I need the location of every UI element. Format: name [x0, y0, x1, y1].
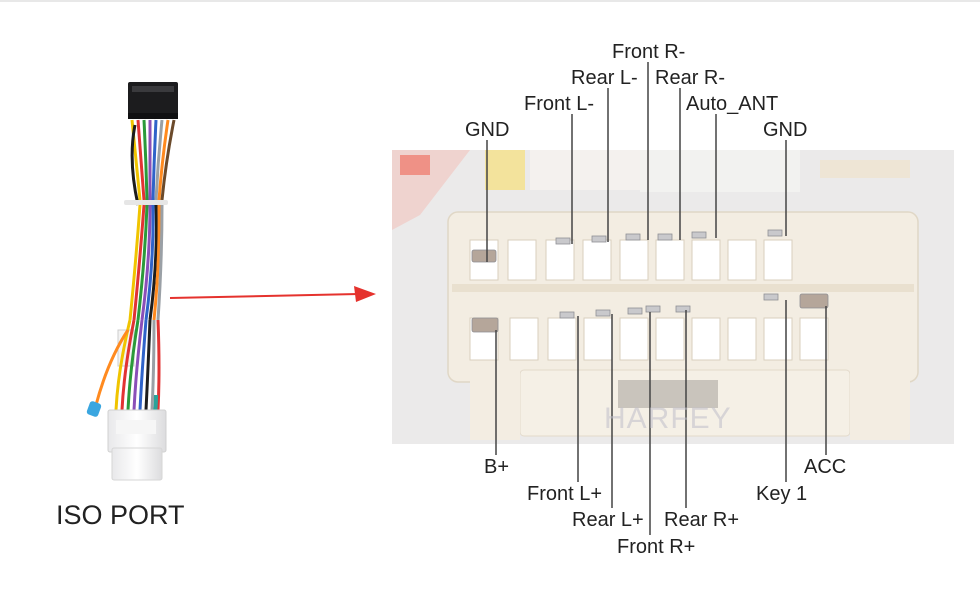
top-row-cavities — [469, 239, 793, 281]
label-acc: ACC — [804, 456, 847, 478]
label-rear-r-plus: Rear R+ — [664, 509, 740, 531]
metal-pins — [471, 229, 829, 333]
label-gnd-left: GND — [465, 119, 510, 141]
iso-port-caption: ISO PORT — [56, 500, 185, 530]
arrow-right-icon — [169, 286, 376, 302]
label-rear-l-minus: Rear L- — [571, 67, 638, 89]
label-front-r-plus: Front R+ — [617, 536, 696, 558]
label-b-plus: B+ — [484, 456, 510, 478]
connector-photo-icon — [392, 150, 954, 444]
label-front-r-minus: Front R- — [612, 41, 686, 63]
label-key-1: Key 1 — [756, 483, 808, 505]
label-auto-ant: Auto_ANT — [686, 93, 779, 115]
label-rear-r-minus: Rear R- — [655, 67, 726, 89]
label-front-l-minus: Front L- — [524, 93, 595, 115]
label-front-l-plus: Front L+ — [527, 483, 603, 505]
leader-lines — [486, 62, 827, 535]
label-rear-l-plus: Rear L+ — [572, 509, 644, 531]
iso-harness-icon — [86, 82, 178, 481]
watermark-text: HARFEY — [604, 402, 732, 435]
label-gnd-right: GND — [763, 119, 808, 141]
